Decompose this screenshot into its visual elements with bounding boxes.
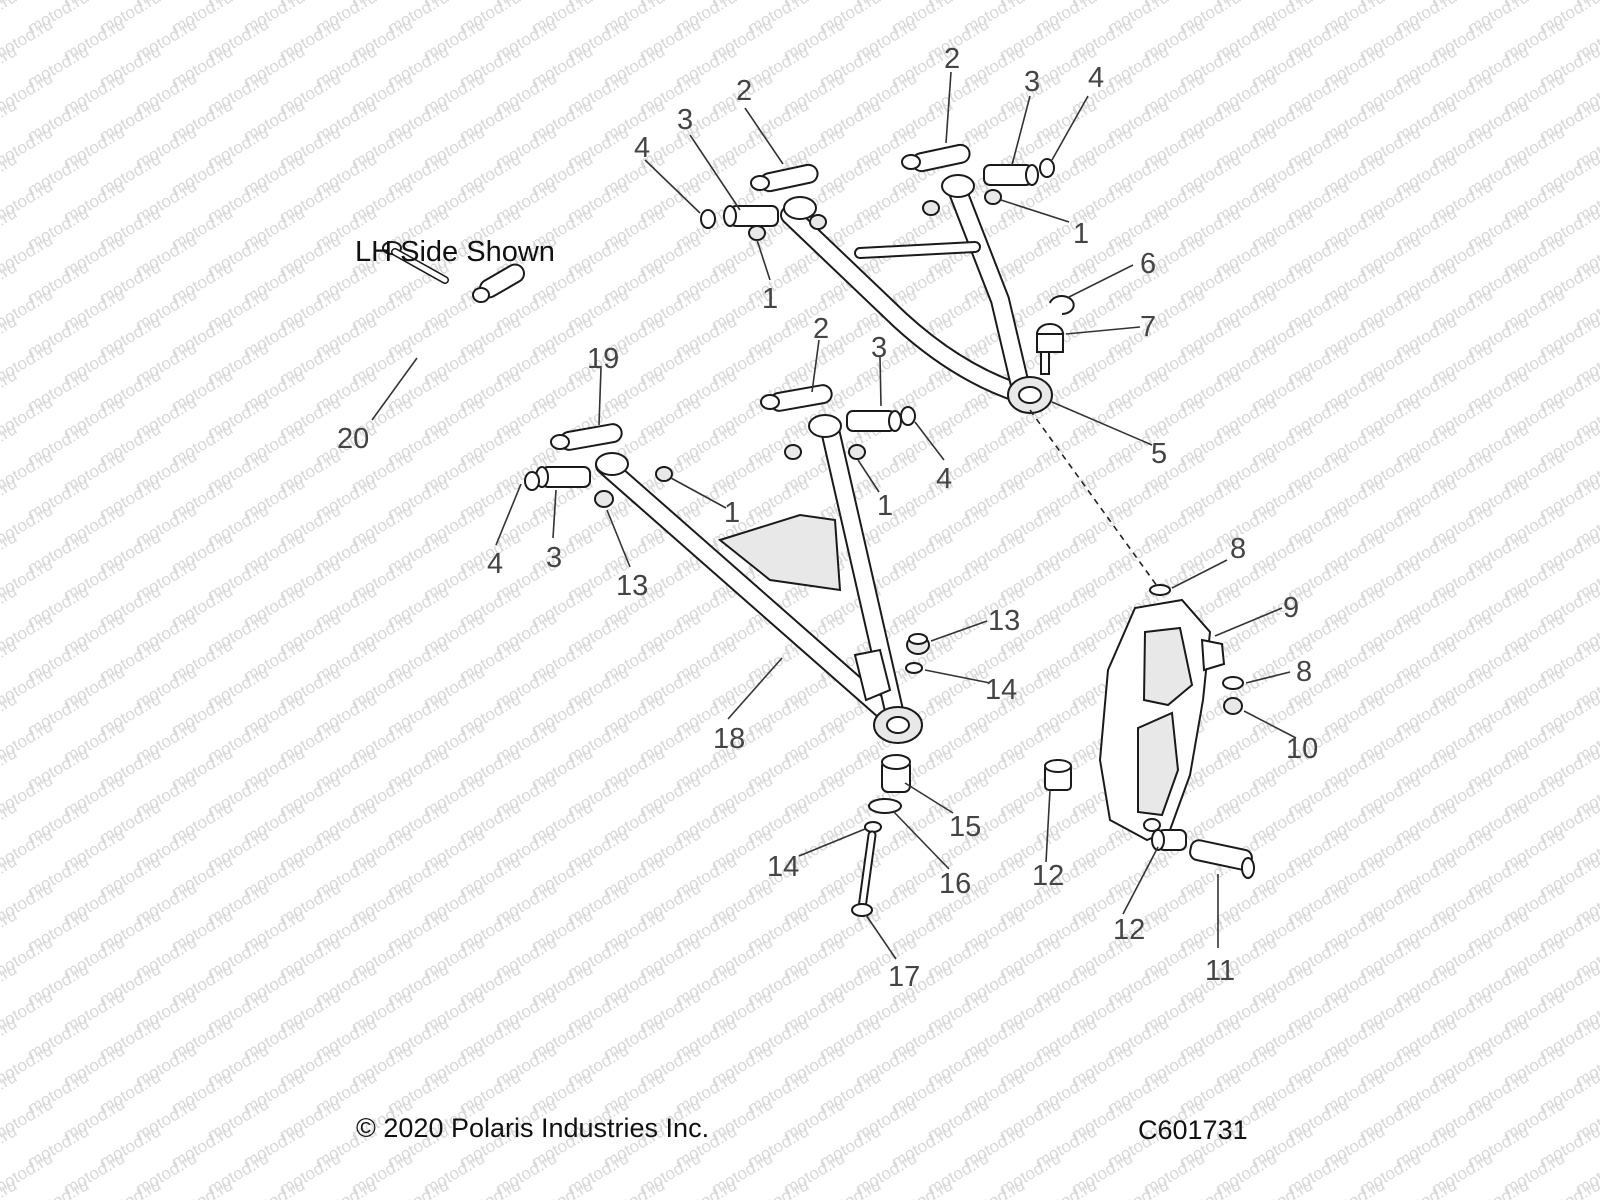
callout-13: 13 [616, 570, 648, 602]
callout-1: 1 [762, 283, 778, 315]
callout-12: 12 [1113, 914, 1145, 946]
assembly-line [1029, 409, 1161, 591]
callout-numbers: 2 3 4 1 2 3 4 1 6 7 5 19 20 2 3 4 1 1 4 … [337, 43, 1318, 993]
callout-20: 20 [337, 423, 369, 455]
bushing-15 [881, 754, 911, 793]
leader-lines [371, 71, 1297, 960]
callout-8: 8 [1230, 533, 1246, 565]
lower-bushing-front [535, 466, 591, 488]
callout-8: 8 [1296, 656, 1312, 688]
lower-bushing-rear [846, 410, 902, 432]
side-shown-caption: LH Side Shown [355, 236, 555, 268]
upper-bushing-front [723, 205, 779, 227]
callout-4: 4 [936, 463, 952, 495]
callout-16: 16 [939, 868, 971, 900]
lower-washer-rear [900, 406, 916, 426]
washer-14-lower [864, 821, 882, 833]
upper-washer-rear [1039, 158, 1055, 178]
callout-17: 17 [888, 961, 920, 993]
callout-15: 15 [949, 811, 981, 843]
nut-13-lower [906, 633, 930, 655]
upper-pivot-bolt-front [750, 163, 819, 193]
upper-nut-3 [922, 200, 940, 216]
copyright-notice: © 2020 Polaris Industries Inc. [356, 1113, 710, 1143]
callout-4: 4 [1088, 62, 1104, 94]
callout-2: 2 [944, 43, 960, 75]
lower-pivot-bolt-2 [760, 384, 833, 412]
upper-washer-front [700, 209, 716, 229]
callout-19: 19 [587, 343, 619, 375]
callout-1: 1 [724, 497, 740, 529]
spindle-bracket [1098, 598, 1226, 842]
callout-10: 10 [1286, 733, 1318, 765]
callout-3: 3 [871, 332, 887, 364]
callout-1: 1 [877, 490, 893, 522]
callout-18: 18 [713, 723, 745, 755]
callout-4: 4 [487, 548, 503, 580]
lower-washer-front [524, 471, 540, 491]
callout-12: 12 [1032, 860, 1064, 892]
callout-7: 7 [1140, 311, 1156, 343]
callout-2: 2 [813, 313, 829, 345]
upper-a-arm [780, 174, 1053, 414]
upper-bushing-rear [983, 164, 1039, 186]
retaining-ring [1049, 295, 1075, 315]
callout-9: 9 [1283, 592, 1299, 624]
lower-nut-3 [848, 444, 866, 460]
shock-bolt [382, 241, 449, 284]
nut-10 [1223, 697, 1243, 715]
callout-11: 11 [1205, 955, 1235, 987]
upper-pivot-bolt-rear [901, 143, 971, 173]
callout-5: 5 [1151, 438, 1167, 470]
callout-3: 3 [677, 104, 693, 136]
lower-nut-2 [784, 444, 802, 460]
callout-13: 13 [988, 605, 1020, 637]
sleeve-12-right [1151, 829, 1187, 851]
ball-joint [1036, 323, 1064, 375]
snap-ring-16 [868, 798, 902, 814]
callout-3: 3 [546, 542, 562, 574]
washer-14-upper [905, 662, 923, 674]
lower-a-arm [595, 414, 923, 744]
callout-3: 3 [1024, 66, 1040, 98]
upper-nut-2 [809, 214, 827, 230]
lower-nut-13 [594, 490, 614, 508]
sleeve-12-left [1044, 759, 1072, 791]
bolt-17 [851, 830, 877, 917]
callout-6: 6 [1140, 248, 1156, 280]
lower-nut-1 [655, 466, 673, 482]
upper-nut-1 [748, 225, 766, 241]
upper-nut-4 [984, 189, 1002, 205]
washer-8-top [1149, 584, 1171, 596]
callout-2: 2 [736, 75, 752, 107]
washer-8-side [1222, 676, 1244, 690]
lower-pivot-bolt-19 [550, 423, 623, 451]
callout-14: 14 [985, 674, 1017, 706]
callout-14: 14 [767, 851, 799, 883]
callout-4: 4 [634, 132, 650, 164]
shock-link [472, 263, 525, 303]
drawing-number: C601731 [1138, 1115, 1248, 1145]
pin-11 [1189, 839, 1255, 879]
callout-1: 1 [1073, 218, 1089, 250]
